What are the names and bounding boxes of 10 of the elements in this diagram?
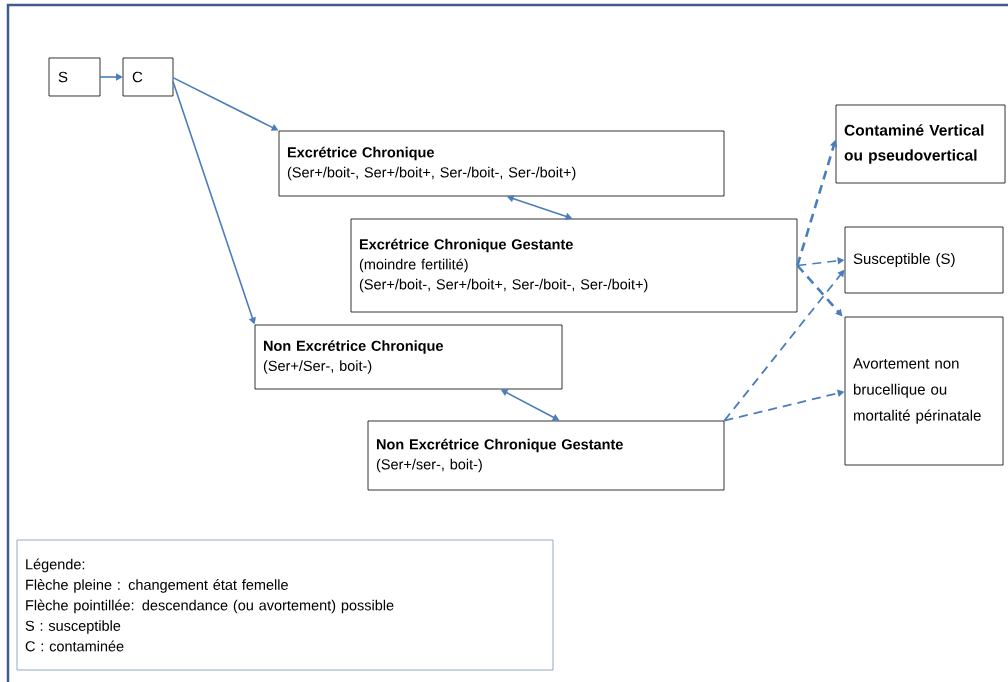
legend-box: Légende: Flèche pleine : changement état femelle Flèche pointillée: descendance (ou avortement) possible S : susceptible C : contaminée bbox=[16, 539, 554, 671]
outcome-box: Avortement non brucellique ou mortalité périnatale bbox=[844, 316, 1004, 466]
state-box: Non Excrétrice Chronique (Ser+/Ser-, boit-) bbox=[254, 324, 563, 390]
state-box: Excrétrice Chronique Gestante (moindre fertilité) (Ser+/boit-, Ser+/boit+, Ser-/boit-, Ser-/boit+) bbox=[350, 218, 798, 313]
state-box: S bbox=[48, 57, 101, 97]
outcome-box: Susceptible (S) bbox=[844, 226, 1004, 294]
outcome-box: Contaminé Vertical ou pseudovertical bbox=[835, 104, 1006, 184]
state-box: C bbox=[122, 57, 174, 97]
state-box: Non Excrétrice Chronique Gestante (Ser+/ser-, boit-) bbox=[367, 420, 725, 491]
state-box: Excrétrice Chronique (Ser+/boit-, Ser+/boit+, Ser-/boit-, Ser-/boit+) bbox=[278, 130, 725, 197]
